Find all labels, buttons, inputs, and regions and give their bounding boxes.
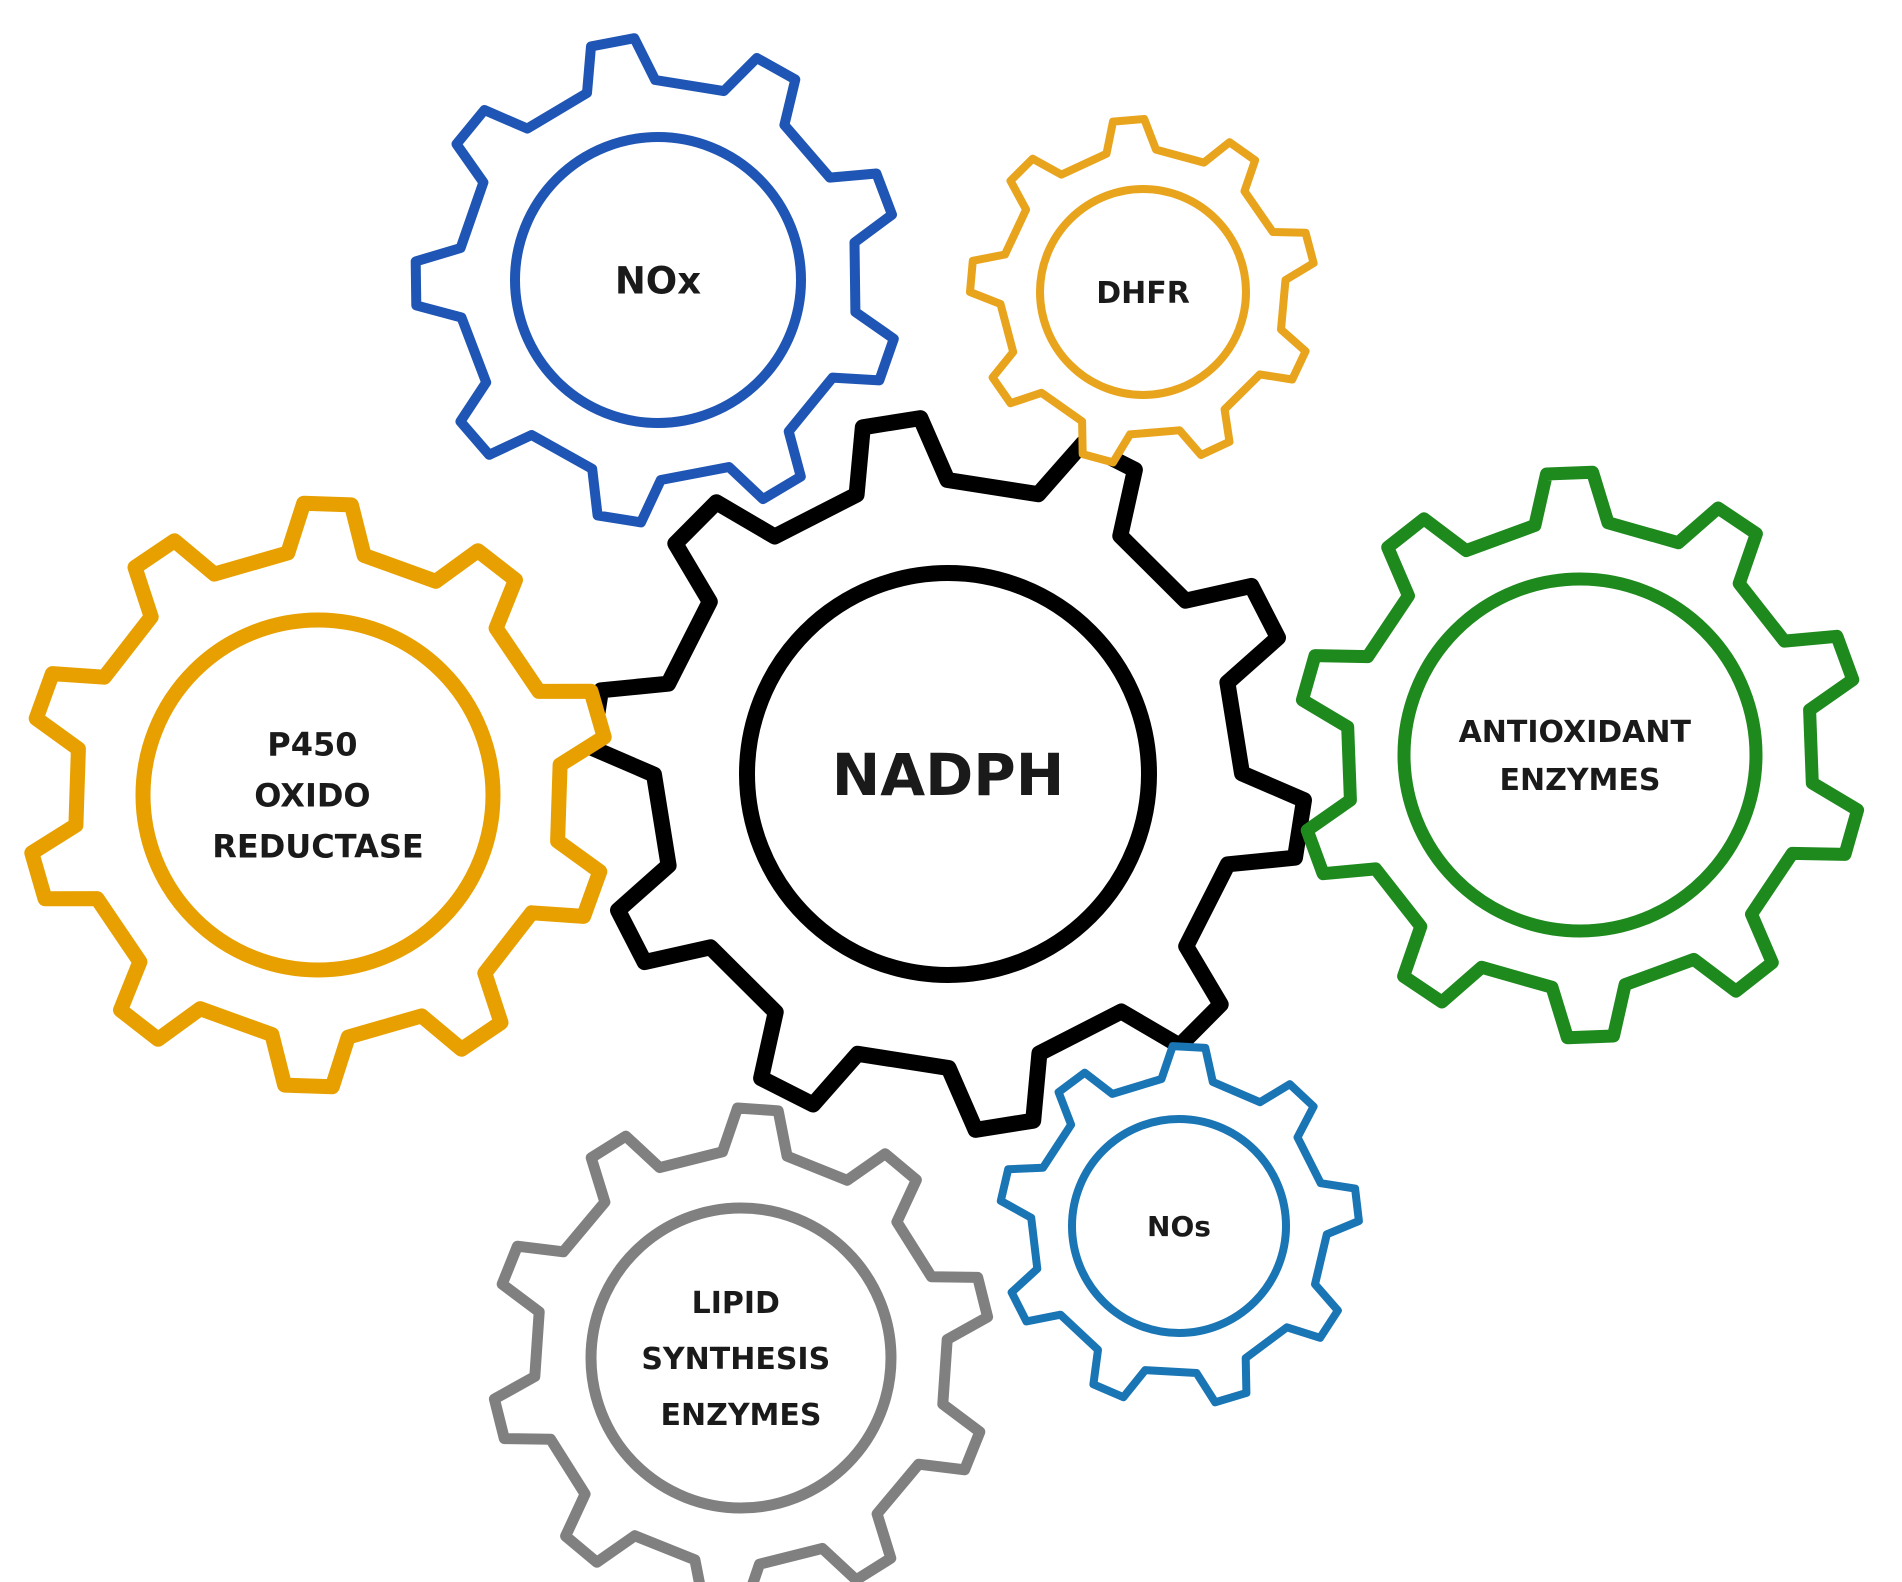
gear-nox-label: NOx — [615, 259, 701, 302]
gear-p450-label-line-2: OXIDO — [254, 777, 370, 815]
gear-dhfr-label-line-1: DHFR — [1096, 276, 1190, 311]
gear-nos-outline — [996, 1042, 1363, 1407]
gear-nadph: NADPH — [584, 410, 1312, 1138]
gear-antioxidant-label-line-1: ANTIOXIDANT — [1459, 715, 1692, 750]
gear-dhfr-outline — [966, 115, 1318, 467]
gear-p450-hub — [135, 612, 501, 978]
gear-lipid: LIPID SYNTHESIS ENZYMES — [488, 1102, 994, 1582]
gear-nos: NOs — [996, 1042, 1363, 1407]
gear-nox-outline — [410, 33, 899, 528]
gear-p450-label-line-3: REDUCTASE — [212, 828, 424, 866]
gear-nos-label: NOs — [1147, 1210, 1211, 1243]
gear-p450-label: P450 OXIDO REDUCTASE — [212, 726, 424, 866]
gear-p450: P450 OXIDO REDUCTASE — [24, 495, 612, 1095]
gear-nadph-label-line-1: NADPH — [832, 741, 1065, 809]
gear-nos-hub — [1068, 1115, 1290, 1337]
gear-nadph-hub — [739, 565, 1157, 983]
gear-nox-label-line-1: NOx — [615, 259, 701, 302]
gear-antioxidant-hub — [1397, 572, 1763, 938]
gear-dhfr-label: DHFR — [1096, 276, 1190, 311]
gear-nos-label-line-1: NOs — [1147, 1210, 1211, 1243]
gear-dhfr-hub — [1036, 185, 1250, 399]
gear-lipid-label-line-1: LIPID — [692, 1286, 780, 1321]
gear-lipid-label-line-2: SYNTHESIS — [641, 1342, 830, 1377]
gear-antioxidant: ANTIOXIDANT ENZYMES — [1295, 465, 1865, 1045]
gear-lipid-label-line-3: ENZYMES — [660, 1398, 821, 1433]
gear-antioxidant-label: ANTIOXIDANT ENZYMES — [1459, 715, 1702, 798]
gear-antioxidant-outline — [1295, 465, 1865, 1045]
gear-lipid-hub — [585, 1202, 897, 1514]
gear-nox-hub — [510, 132, 806, 428]
gear-lipid-label: LIPID SYNTHESIS ENZYMES — [641, 1286, 840, 1433]
gear-antioxidant-label-line-2: ENZYMES — [1499, 763, 1660, 798]
gear-nox: NOx — [410, 33, 899, 528]
gear-nadph-label: NADPH — [832, 741, 1065, 809]
gear-p450-label-line-1: P450 — [267, 726, 357, 764]
gear-dhfr: DHFR — [966, 115, 1318, 467]
gear-lipid-outline — [488, 1102, 994, 1582]
gear-p450-outline — [24, 495, 612, 1095]
